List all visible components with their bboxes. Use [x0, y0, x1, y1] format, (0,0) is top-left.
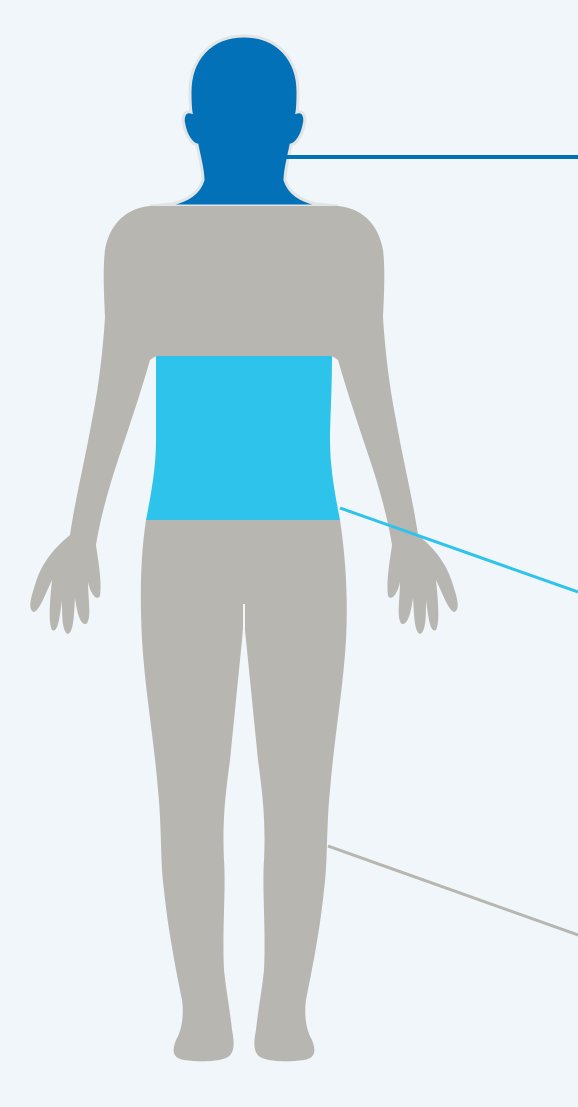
upper-torso-region: [104, 206, 385, 360]
abdomen-region: [146, 356, 340, 520]
